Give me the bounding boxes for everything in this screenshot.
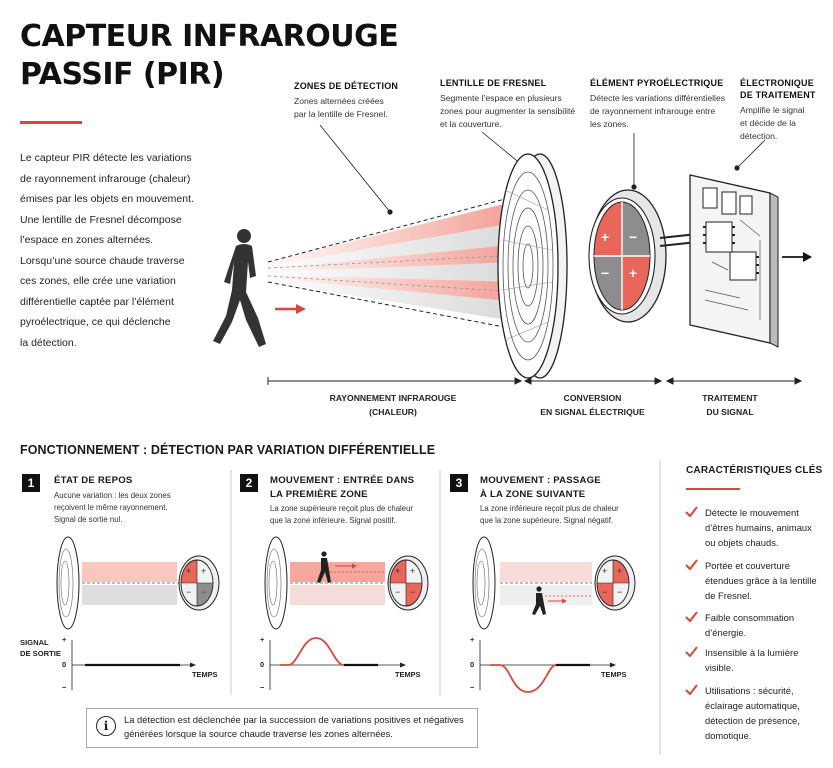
- page-title: CAPTEUR INFRAROUGE PASSIF (PIR): [20, 18, 399, 94]
- s2-sign-br: −: [410, 587, 416, 597]
- feature-item-4: Insensible à la lumière visible.: [705, 647, 799, 673]
- info-note-text: La détection est déclenchée par la succe…: [124, 714, 464, 739]
- signal-label: SIGNAL DE SORTIE: [20, 638, 61, 658]
- s2-sign-tr: +: [410, 566, 416, 576]
- label-zones: ZONES DE DÉTECTION Zones alternées créée…: [294, 81, 399, 119]
- step3-diagram: [472, 536, 636, 630]
- signal-graph-1: [71, 640, 196, 690]
- label-pyroelectric: ÉLÉMENT PYROÉLECTRIQUE Détecte les varia…: [590, 78, 726, 129]
- step2-diagram: [264, 536, 429, 630]
- s1-sign-br: −: [201, 587, 207, 597]
- g2-time: TEMPS: [395, 670, 421, 679]
- g3-plus: +: [470, 635, 475, 644]
- g2-zero: 0: [260, 660, 265, 669]
- info-icon: i: [96, 716, 116, 736]
- step-1-title: ÉTAT DE REPOS: [54, 475, 133, 486]
- fresnel-lens-icon: [497, 153, 568, 379]
- features-title: CARACTÉRISTIQUES CLÉS: [686, 465, 823, 476]
- pyro-sign-tr: −: [629, 229, 638, 245]
- features-underline: [686, 488, 740, 490]
- feature-item-5: Utilisations : sécurité, éclairage autom…: [705, 685, 800, 741]
- step-2-number: 2: [240, 474, 258, 492]
- section-title: FONCTIONNEMENT : DÉTECTION PAR VARIATION…: [20, 443, 436, 457]
- info-note-box: [86, 708, 478, 748]
- detection-zones: [267, 194, 521, 331]
- bar-label-rayonnement: RAYONNEMENT INFRAROUGE (CHALEUR): [329, 393, 457, 417]
- title-line-2: PASSIF (PIR): [20, 57, 225, 92]
- g1-zero: 0: [62, 660, 67, 669]
- pyroelectric-element-icon: [588, 189, 667, 323]
- g3-zero: 0: [470, 660, 475, 669]
- step-1-desc: Aucune variation : les deux zones reçoiv…: [54, 491, 171, 524]
- step-3-number: 3: [450, 474, 468, 492]
- output-arrow: [782, 252, 812, 262]
- pyro-sign-tl: +: [601, 229, 610, 245]
- feature-item-2: Portée et couverture étendues grâce à la…: [705, 560, 817, 601]
- signal-graph-2: [269, 637, 406, 690]
- g1-minus: −: [62, 683, 67, 692]
- g3-time: TEMPS: [601, 670, 627, 679]
- title-underline: [20, 121, 82, 124]
- step-3-title: MOUVEMENT : PASSAGE À LA ZONE SUIVANTE: [480, 475, 601, 500]
- step-dividers: [230, 460, 661, 755]
- s1-sign-bl: −: [186, 587, 192, 597]
- circuit-board-icon: [689, 174, 779, 348]
- motion-arrow: [275, 304, 306, 314]
- check-icons: [685, 506, 698, 696]
- step-2-desc: La zone supérieure reçoit plus de chaleu…: [270, 504, 414, 525]
- feature-item-3: Faible consommation d’énergie.: [705, 612, 795, 638]
- intro-paragraph: Le capteur PIR détecte les variations de…: [20, 152, 194, 349]
- step-1-number: 1: [22, 474, 40, 492]
- g2-plus: +: [260, 635, 265, 644]
- step-2-title: MOUVEMENT : ENTRÉE DANS LA PREMIÈRE ZONE: [270, 475, 415, 500]
- s3-sign-tl: +: [602, 566, 608, 576]
- s2-sign-bl: −: [395, 587, 401, 597]
- s3-sign-tr: +: [617, 566, 623, 576]
- s2-sign-tl: +: [395, 566, 401, 576]
- signal-graph-3: [479, 640, 616, 693]
- s1-sign-tr: +: [201, 566, 207, 576]
- g3-minus: −: [470, 683, 475, 692]
- s3-sign-bl: −: [602, 587, 608, 597]
- label-electronics: ÉLECTRONIQUE DE TRAITEMENT Amplifie le s…: [740, 78, 816, 141]
- s1-sign-tl: +: [186, 566, 192, 576]
- title-line-1: CAPTEUR INFRAROUGE: [20, 19, 399, 54]
- step1-diagram: [56, 536, 220, 630]
- bar-label-conversion: CONVERSION EN SIGNAL ÉLECTRIQUE: [540, 393, 645, 417]
- g1-plus: +: [62, 635, 67, 644]
- leader-lines: [319, 124, 766, 215]
- stage-bars: [267, 377, 803, 385]
- pyro-sign-br: +: [629, 265, 638, 281]
- label-fresnel-lens: LENTILLE DE FRESNEL Segmente l’espace en…: [440, 78, 576, 129]
- person-icon: [213, 229, 266, 347]
- s3-sign-br: −: [617, 587, 623, 597]
- g1-time: TEMPS: [192, 670, 218, 679]
- step-3-desc: La zone inférieure reçoit plus de chaleu…: [480, 504, 619, 525]
- pyro-sign-bl: −: [601, 265, 610, 281]
- g2-minus: −: [260, 683, 265, 692]
- bar-label-traitement: TRAITEMENT DU SIGNAL: [702, 393, 758, 417]
- feature-item-1: Détecte le mouvement d’êtres humains, an…: [705, 507, 812, 548]
